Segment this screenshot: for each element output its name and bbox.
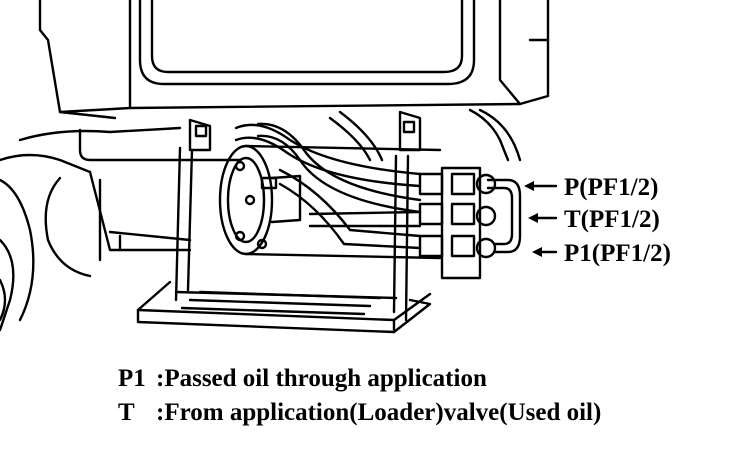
manifold — [418, 166, 497, 280]
chassis — [0, 126, 242, 332]
legend-p1: P1 :Passed oil through application — [118, 366, 487, 391]
brackets — [188, 108, 522, 162]
legend-t: T :From application(Loader)valve(Used oil… — [118, 400, 601, 425]
bypass-pipe — [486, 178, 522, 254]
legend-t-key: T — [118, 399, 135, 426]
legend-p1-key: P1 — [118, 365, 146, 392]
step-plate — [136, 280, 432, 334]
cab-panel — [38, 0, 550, 120]
legend-p1-text: :Passed oil through application — [156, 365, 487, 392]
port-label-p1: P1(PF1/2) — [564, 240, 671, 267]
hoses — [234, 122, 422, 250]
port-label-t: T(PF1/2) — [564, 206, 660, 233]
port-label-p: P(PF1/2) — [564, 174, 659, 201]
legend-t-text: :From application(Loader)valve(Used oil) — [156, 399, 602, 426]
